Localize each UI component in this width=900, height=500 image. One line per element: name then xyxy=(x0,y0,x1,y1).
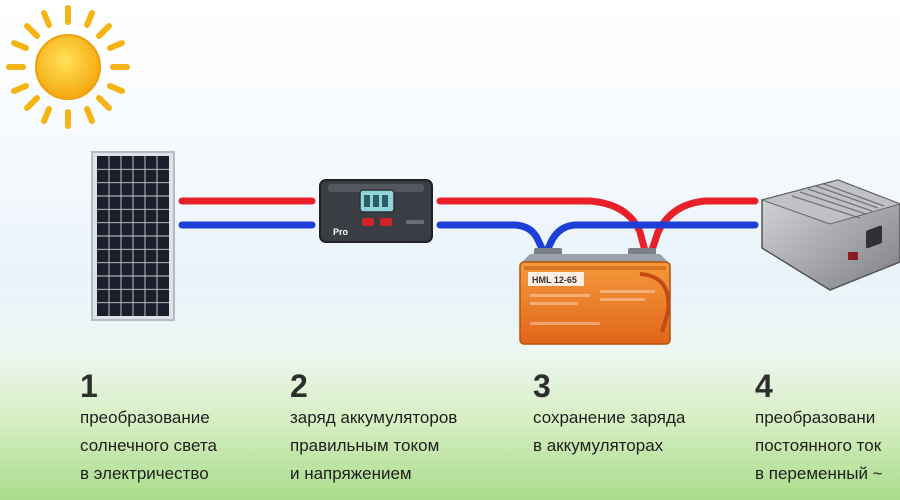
wires-panel-to-controller xyxy=(178,197,316,229)
step-number: 1 xyxy=(80,368,98,404)
controller-brand-label: Pro xyxy=(333,227,349,237)
step-2-description: 2 заряд аккумуляторов правильным током и… xyxy=(290,368,457,488)
step-text-line: и напряжением xyxy=(290,464,412,483)
step-text-line: преобразование xyxy=(80,408,210,427)
step-number: 3 xyxy=(533,368,551,404)
step-number: 4 xyxy=(755,368,773,404)
step-text-line: в переменный ~ xyxy=(755,464,883,483)
step-text-line: в электричество xyxy=(80,464,209,483)
step-text-line: в аккумуляторах xyxy=(533,436,664,455)
inverter-icon xyxy=(760,179,900,291)
step-3-description: 3 сохранение заряда в аккумуляторах xyxy=(533,368,685,460)
step-text-line: сохранение заряда xyxy=(533,408,686,427)
solar-panel-icon xyxy=(91,151,175,321)
step-text-line: заряд аккумуляторов xyxy=(290,408,458,427)
battery-icon: HML 12-65 xyxy=(519,248,671,345)
step-text-line: солнечного света xyxy=(80,436,217,455)
wires-controller-to-inverter xyxy=(436,197,759,266)
step-text-line: правильным током xyxy=(290,436,440,455)
step-text-line: преобразовани xyxy=(755,408,876,427)
step-1-description: 1 преобразование солнечного света в элек… xyxy=(80,368,217,488)
step-4-description: 4 преобразовани постоянного ток в переме… xyxy=(755,368,883,488)
step-number: 2 xyxy=(290,368,308,404)
battery-model-label: HML 12-65 xyxy=(532,275,577,285)
sun-icon xyxy=(6,5,130,129)
step-text-line: постоянного ток xyxy=(755,436,882,455)
charge-controller-icon: Pro xyxy=(319,179,433,243)
